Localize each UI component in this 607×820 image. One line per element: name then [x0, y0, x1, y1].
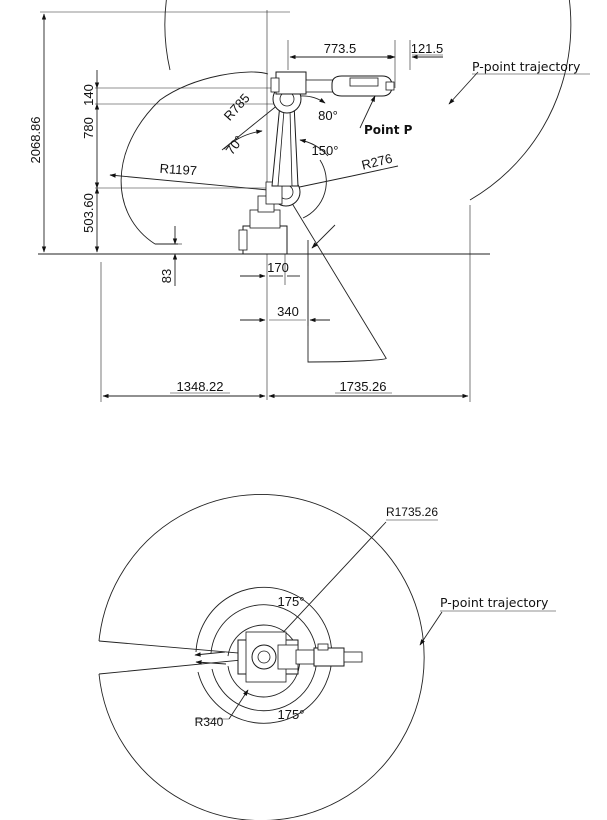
arm-reach-arrow	[311, 224, 336, 249]
top-reach-edge-lower	[98, 657, 263, 675]
label-reach-left: 1348.22	[177, 379, 224, 394]
label-radius-1197: R1197	[159, 161, 197, 179]
arc-70	[223, 129, 263, 150]
top-angle-arrow-a	[194, 651, 226, 657]
label-780: 780	[81, 117, 96, 139]
label-point-p: Point P	[364, 123, 413, 137]
label-340: 340	[277, 304, 299, 319]
workspace-envelope-lower	[307, 240, 387, 363]
top-angle-arrow-b	[195, 660, 227, 665]
arc-80	[299, 95, 326, 104]
label-top-angle-175-upper: 175°	[278, 594, 305, 609]
label-170: 170	[267, 260, 289, 275]
label-140: 140	[81, 84, 96, 106]
trajectory-leader	[448, 71, 479, 105]
label-top-radius-inner: R340	[195, 715, 224, 729]
label-radius-276: R276	[360, 151, 394, 173]
radius-785-line	[221, 99, 285, 151]
point-p-leader	[359, 95, 376, 129]
top-radius-inner-leader	[228, 689, 249, 720]
top-view: 175° 175° R1735.26 R340 P-point trajecto…	[98, 494, 556, 820]
workspace-envelope-small	[302, 159, 327, 219]
label-trajectory-side: P-point trajectory	[472, 59, 581, 74]
label-top-radius-outer: R1735.26	[386, 505, 438, 519]
label-773: 773.5	[324, 41, 357, 56]
label-angle-150: 150°	[312, 143, 339, 158]
label-angle-80: 80°	[318, 108, 338, 123]
label-trajectory-top: P-point trajectory	[440, 595, 549, 610]
workspace-envelope-outer	[164, 0, 572, 201]
workspace-envelope-inner	[120, 71, 269, 245]
label-503: 503.60	[81, 193, 96, 233]
side-view: 2068.86 140 780 503.60 83 1348.22 1735.2…	[28, 0, 590, 402]
top-radius-outer-leader	[275, 521, 387, 641]
arc-150	[299, 138, 329, 157]
radius-1197-line	[109, 173, 269, 191]
label-83: 83	[159, 269, 174, 283]
radius-276-line	[289, 175, 353, 190]
top-reach-outer	[98, 494, 425, 820]
label-total-height: 2068.86	[28, 117, 43, 164]
radius-276-ext	[351, 165, 399, 177]
label-reach-right: 1735.26	[340, 379, 387, 394]
label-radius-785: R785	[221, 90, 253, 123]
top-reach-edge-upper	[98, 640, 263, 656]
top-trajectory-leader	[419, 611, 443, 646]
robot-top-silhouette	[237, 631, 363, 683]
label-top-angle-175-lower: 175°	[278, 707, 305, 722]
label-121: 121.5	[411, 41, 444, 56]
arm-reach-line	[289, 199, 387, 359]
robot-side-silhouette	[238, 71, 395, 255]
